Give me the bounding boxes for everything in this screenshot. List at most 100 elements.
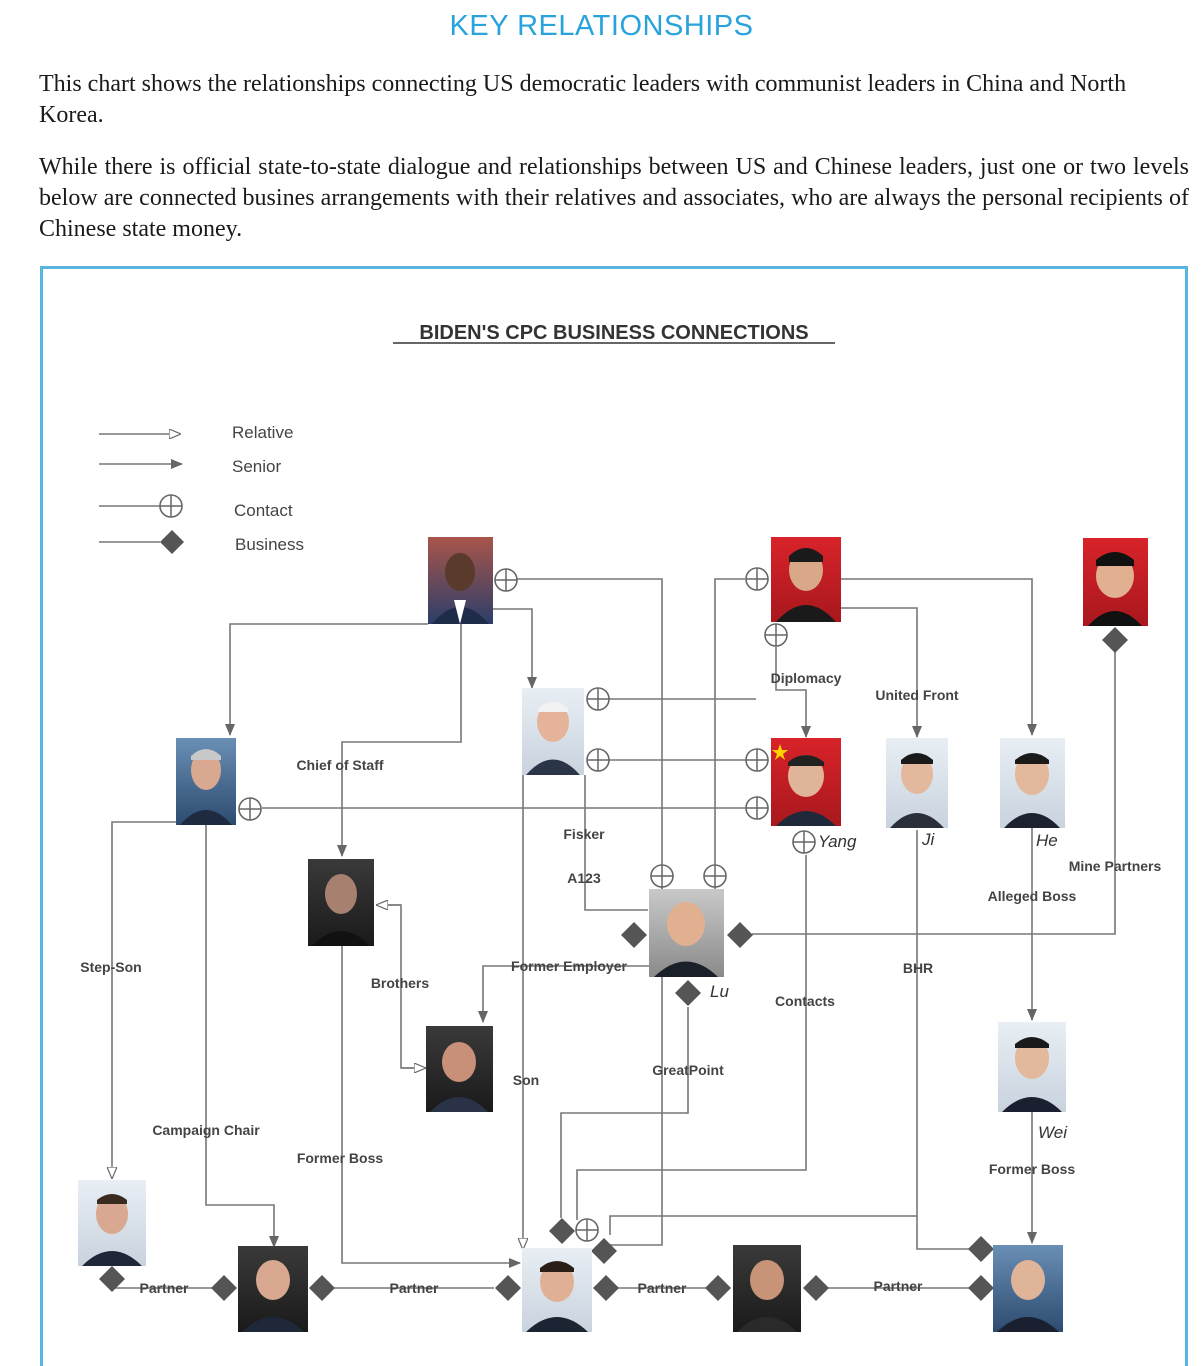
line-lu-kim — [752, 650, 1116, 935]
line-xi-contact — [714, 578, 745, 866]
legend-contact-icon — [159, 494, 183, 518]
portrait-photo — [522, 1248, 592, 1332]
label-former-boss-left: Former Boss — [297, 1150, 384, 1166]
label-partner-3: Partner — [637, 1280, 687, 1296]
name-he: He — [1036, 831, 1058, 850]
contact-icon — [494, 568, 518, 592]
line-former-employer — [478, 965, 649, 1023]
line-xi-he — [841, 578, 1037, 736]
contact-icon — [745, 748, 769, 772]
portrait-photo — [886, 738, 948, 828]
portrait-photo — [998, 1022, 1066, 1112]
page-title: KEY RELATIONSHIPS — [449, 10, 754, 42]
contact-icon — [650, 864, 674, 888]
name-lu: Lu — [710, 982, 729, 1001]
portrait-photo — [771, 537, 841, 622]
line-greatpoint — [560, 1007, 689, 1218]
line-yang-contacts — [576, 855, 807, 1220]
legend-relative-label: Relative — [232, 423, 293, 442]
connector-lines — [112, 578, 1116, 1289]
line-obama-contact — [517, 578, 663, 1246]
business-diamond — [99, 1266, 125, 1292]
contact-icon — [586, 748, 610, 772]
label-partner-1: Partner — [139, 1280, 189, 1296]
name-ji: Ji — [921, 830, 936, 849]
business-diamond — [495, 1275, 521, 1301]
contact-icon — [792, 830, 816, 854]
contact-icon — [586, 687, 610, 711]
label-brothers: Brothers — [371, 975, 430, 991]
line-bhr-wei-business — [916, 1216, 975, 1250]
portrait-photo — [649, 889, 724, 977]
intro-paragraph-1: This chart shows the relationships conne… — [39, 71, 1127, 128]
business-diamond — [705, 1275, 731, 1301]
label-fisker: Fisker — [563, 826, 605, 842]
legend: Relative Senior Contact Business — [99, 423, 304, 554]
line-obama-kerry — [225, 623, 428, 736]
label-contacts: Contacts — [775, 993, 835, 1009]
line-kerry-stepson — [112, 821, 180, 1178]
contact-knots — [238, 567, 816, 1242]
label-bhr: BHR — [903, 960, 933, 976]
business-diamond — [803, 1275, 829, 1301]
contact-icon — [575, 1218, 599, 1242]
line-fisker-a123 — [584, 775, 648, 911]
label-united-front: United Front — [875, 687, 959, 703]
label-former-boss-right: Former Boss — [989, 1161, 1076, 1177]
business-diamond — [211, 1275, 237, 1301]
line-ji-bhr — [609, 830, 918, 1235]
intro-paragraph-2: While there is official state-to-state d… — [39, 154, 1189, 242]
contact-icon — [764, 623, 788, 647]
label-partner-2: Partner — [389, 1280, 439, 1296]
portrait-photo — [308, 859, 374, 946]
legend-business-label: Business — [235, 535, 304, 554]
relationship-labels: Diplomacy United Front Chief of Staff Fi… — [80, 670, 1161, 1296]
business-diamond — [309, 1275, 335, 1301]
label-partner-4: Partner — [873, 1278, 923, 1294]
line-xi-yang — [775, 647, 811, 738]
business-diamond — [1102, 627, 1128, 653]
legend-business-icon — [160, 530, 184, 554]
contact-icon — [745, 796, 769, 820]
business-diamond — [675, 980, 701, 1006]
portrait-photo — [176, 738, 236, 825]
contact-icon — [745, 567, 769, 591]
business-diamond — [593, 1275, 619, 1301]
portrait-photo — [522, 688, 584, 775]
business-diamond — [591, 1238, 617, 1264]
business-diamond — [968, 1275, 994, 1301]
line-campaign-chair — [205, 825, 279, 1248]
label-mine-partners: Mine Partners — [1069, 858, 1162, 874]
portrait-photo — [426, 1026, 493, 1112]
contact-icon — [703, 864, 727, 888]
label-greatpoint: GreatPoint — [652, 1062, 724, 1078]
portrait-photo — [1083, 538, 1148, 626]
legend-senior-label: Senior — [232, 457, 281, 476]
portraits — [78, 537, 1148, 1332]
name-wei: Wei — [1038, 1123, 1068, 1142]
portrait-photo — [733, 1245, 801, 1332]
line-former-boss-left — [341, 945, 521, 1268]
business-diamond — [968, 1236, 994, 1262]
line-chief-of-staff — [337, 624, 462, 857]
line-obama-biden — [493, 608, 537, 689]
label-diplomacy: Diplomacy — [771, 670, 842, 686]
business-diamond — [621, 922, 647, 948]
name-yang: Yang — [818, 832, 857, 851]
person-names: Yang Ji He Lu Wei — [710, 830, 1068, 1142]
label-chief-of-staff: Chief of Staff — [296, 757, 383, 773]
portrait-photo — [771, 738, 841, 826]
business-diamonds — [99, 627, 1128, 1301]
business-diamond — [549, 1218, 575, 1244]
label-son: Son — [513, 1072, 539, 1088]
diagram-frame — [40, 266, 1188, 1366]
label-alleged-boss: Alleged Boss — [988, 888, 1077, 904]
portrait-photo — [993, 1245, 1063, 1332]
label-former-employer: Former Employer — [511, 958, 627, 974]
label-a123: A123 — [567, 870, 601, 886]
portrait-photo — [78, 1180, 146, 1266]
portrait-photo — [238, 1246, 308, 1332]
diagram-title: BIDEN'S CPC BUSINESS CONNECTIONS — [419, 322, 808, 344]
business-diamond — [727, 922, 753, 948]
